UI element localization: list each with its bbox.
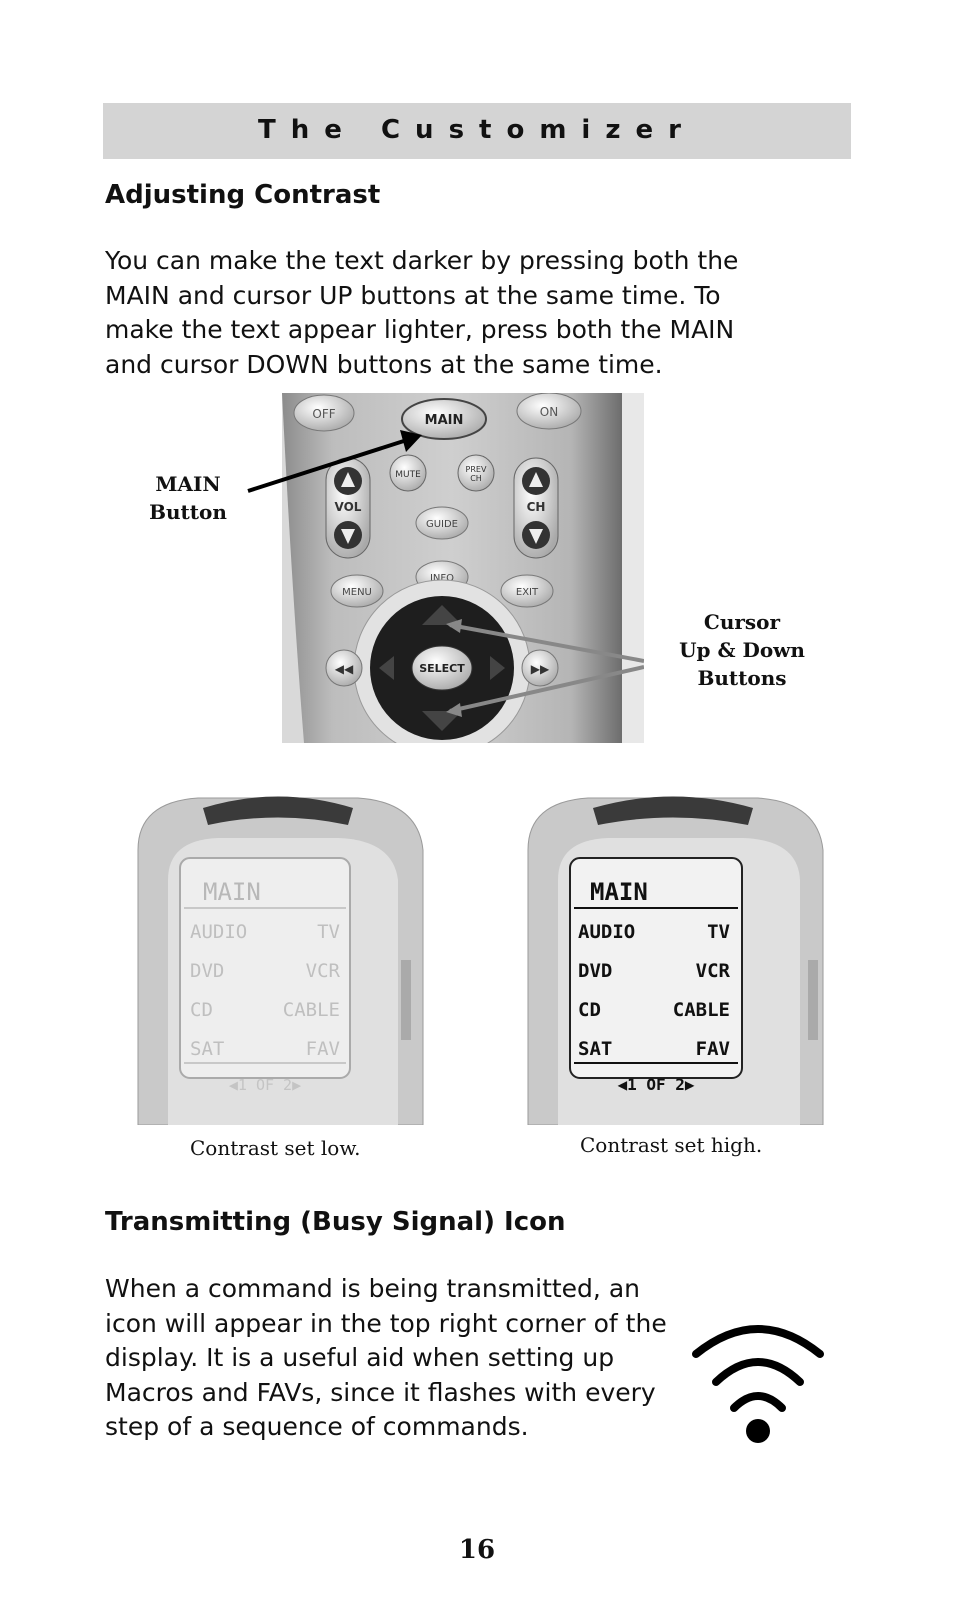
off-button: [293, 394, 355, 432]
high-title: MAIN: [590, 878, 648, 906]
vol-label: VOL: [335, 500, 362, 514]
prev-ch-button: [457, 454, 495, 492]
high-row4-left: SAT: [578, 1038, 612, 1060]
high-row1-left: AUDIO: [578, 921, 635, 943]
callout-main-line2: Button: [149, 500, 227, 524]
high-row4-right: FAV: [696, 1038, 730, 1060]
heading-adjusting-contrast: Adjusting Contrast: [105, 180, 381, 210]
page-number: 16: [458, 1535, 496, 1565]
low-title: MAIN: [203, 878, 261, 906]
callout-main-line1: MAIN: [155, 472, 221, 496]
callout-cursor-line2: Up & Down: [679, 638, 805, 662]
high-row3-left: CD: [578, 999, 601, 1021]
main-button-label: MAIN: [425, 413, 464, 428]
busy-signal-line-1: When a command is being transmitted, an: [105, 1274, 640, 1303]
prev-ch-label-1: PREV: [466, 465, 487, 474]
heading-busy-signal-icon: Transmitting (Busy Signal) Icon: [105, 1207, 566, 1237]
rewind-button: [325, 649, 363, 687]
screen-contrast-high: MAIN AUDIO TV DVD VCR CD CABLE SAT FAV ◀…: [508, 780, 848, 1125]
busy-signal-line-4: Macros and FAVs, since it flashes with e…: [105, 1377, 656, 1407]
high-row1-right: TV: [707, 921, 730, 943]
low-row3-left: CD: [190, 999, 213, 1021]
busy-signal-icon: [692, 1325, 824, 1443]
header-title: The Customizer: [258, 115, 696, 145]
guide-label: GUIDE: [426, 519, 458, 530]
fast-forward-button: [521, 649, 559, 687]
low-row1-left: AUDIO: [190, 921, 247, 943]
high-row2-right: VCR: [696, 960, 731, 982]
contrast-paragraph: You can make the text darker by pressing…: [105, 246, 739, 379]
low-row1-right: TV: [317, 921, 340, 943]
remote-illustration: OFF MAIN ON VOL CH MUTE PREV CH GUIDE IN…: [282, 393, 644, 743]
main-button: [401, 398, 487, 440]
mute-label: MUTE: [395, 470, 421, 480]
high-row2-left: DVD: [578, 960, 612, 982]
info-label: INFO: [430, 573, 454, 584]
callout-cursor-line3: Buttons: [697, 666, 787, 690]
main-callout-arrow: [247, 430, 422, 493]
callout-cursor-buttons: Cursor Up & Down Buttons: [672, 608, 812, 692]
low-row2-left: DVD: [190, 960, 224, 982]
busy-signal-paragraph: When a command is being transmitted, an …: [105, 1272, 695, 1445]
fast-forward-icon: ▶▶: [531, 662, 550, 676]
cursor-down-button: [422, 711, 462, 731]
section-header-bar: The Customizer: [103, 103, 851, 159]
callout-cursor-line1: Cursor: [703, 610, 781, 634]
prev-ch-label-2: CH: [470, 474, 482, 483]
rewind-icon: ◀◀: [335, 662, 354, 676]
menu-button: [330, 574, 384, 608]
exit-label: EXIT: [516, 587, 539, 598]
exit-button: [500, 574, 554, 608]
busy-signal-line-5: step of a sequence of commands.: [105, 1412, 529, 1441]
low-footer: ◀1 OF 2▶: [229, 1076, 301, 1094]
menu-label: MENU: [342, 587, 372, 598]
caption-contrast-low: Contrast set low.: [190, 1136, 361, 1160]
low-row4-left: SAT: [190, 1038, 224, 1060]
low-row3-right: CABLE: [283, 999, 340, 1021]
busy-signal-line-2: icon will appear in the top right corner…: [105, 1308, 667, 1338]
cursor-up-button: [422, 605, 462, 625]
on-button: [516, 393, 582, 430]
mute-button: [389, 454, 427, 492]
screen-contrast-low: MAIN AUDIO TV DVD VCR CD CABLE SAT FAV ◀…: [108, 780, 448, 1125]
busy-signal-line-3: display. It is a useful aid when setting…: [105, 1343, 615, 1372]
cursor-left-icon: [379, 656, 394, 680]
low-row2-right: VCR: [306, 960, 341, 982]
high-row3-right: CABLE: [673, 999, 730, 1021]
off-button-label: OFF: [312, 407, 335, 421]
cursor-right-icon: [490, 656, 505, 680]
select-button: [411, 645, 473, 691]
low-row4-right: FAV: [306, 1038, 340, 1060]
on-button-label: ON: [540, 405, 558, 419]
callout-main-button: MAIN Button: [148, 470, 228, 526]
caption-contrast-high: Contrast set high.: [580, 1133, 763, 1157]
high-footer: ◀1 OF 2▶: [617, 1075, 694, 1094]
guide-button: [415, 506, 469, 540]
select-label: SELECT: [419, 662, 465, 675]
ch-label: CH: [527, 500, 546, 514]
